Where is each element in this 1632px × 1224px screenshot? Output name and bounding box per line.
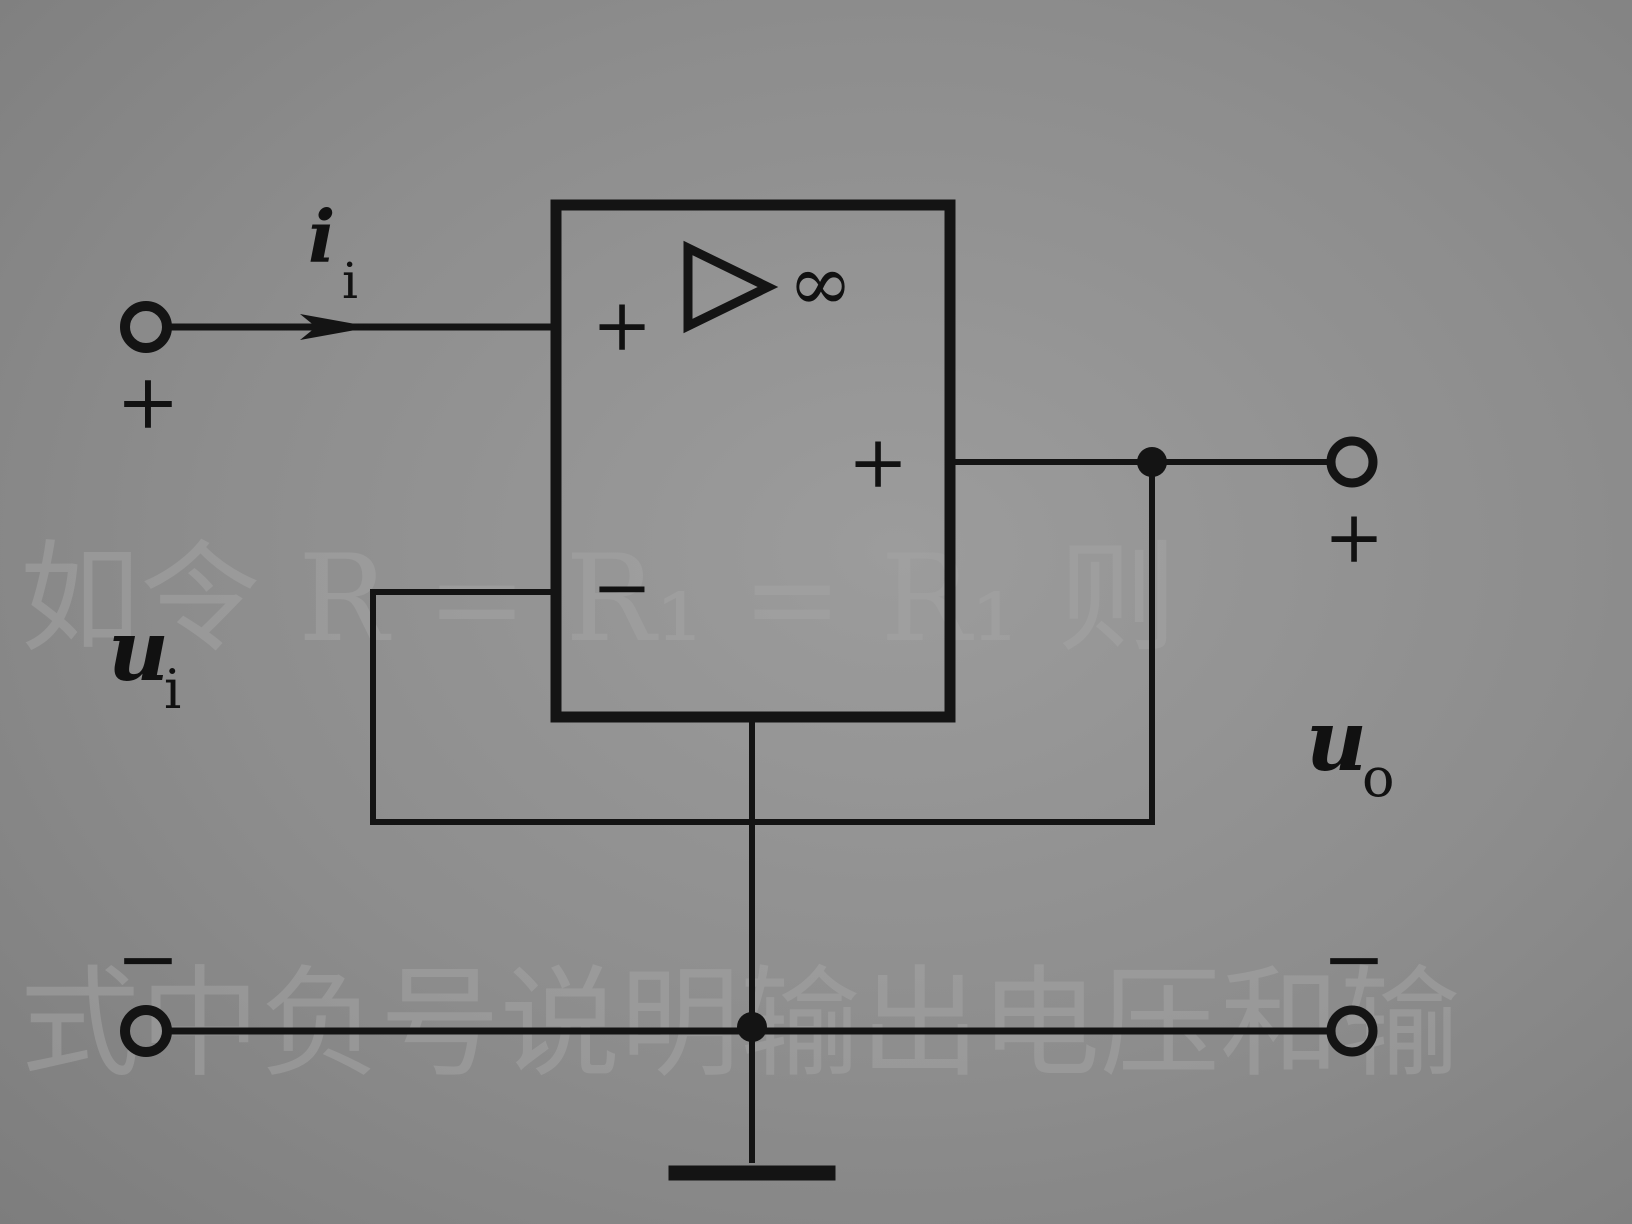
opamp-triangle-icon — [683, 240, 779, 334]
inverting-input-sign: − — [592, 545, 652, 629]
input-voltage-subscript: i — [164, 658, 181, 721]
noninverting-input-sign: + — [592, 283, 652, 367]
input-positive-terminal — [120, 301, 172, 353]
opamp-gain-label: ∞ — [788, 239, 853, 329]
input-plus-sign: + — [116, 357, 180, 446]
output-voltage-subscript: o — [1362, 746, 1395, 809]
background-text-line-1: 如令 R = R₁ = R₁ 则 — [20, 530, 1177, 669]
input-current-subscript: i — [342, 252, 358, 310]
opamp-output-sign: + — [848, 420, 908, 504]
output-minus-sign: − — [1322, 914, 1386, 1003]
input-minus-sign: − — [116, 914, 180, 1003]
input-current-symbol: i — [308, 194, 335, 279]
ground-junction-dot — [737, 1012, 767, 1042]
input-voltage-symbol: u — [108, 601, 169, 700]
output-plus-sign: + — [1324, 495, 1384, 579]
input-negative-terminal — [120, 1005, 172, 1057]
output-positive-terminal — [1326, 436, 1378, 488]
feedback-wire — [370, 459, 1155, 825]
current-arrow-icon — [300, 314, 372, 340]
output-negative-terminal — [1326, 1005, 1378, 1057]
output-voltage-symbol: u — [1306, 691, 1367, 790]
